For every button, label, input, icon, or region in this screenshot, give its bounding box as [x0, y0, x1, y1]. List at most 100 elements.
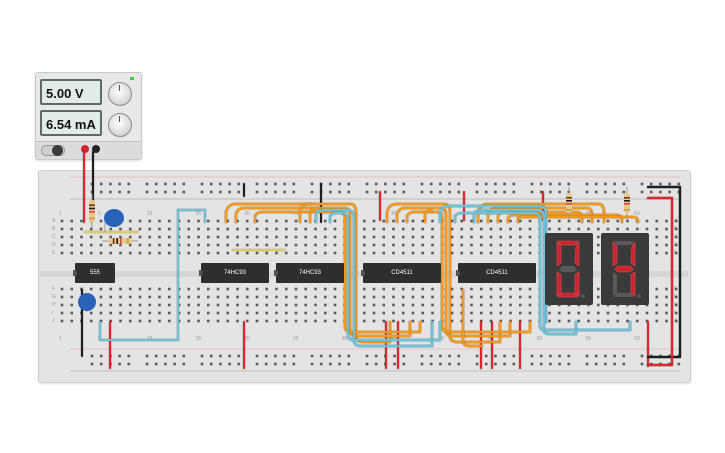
breadboard-hole — [304, 287, 308, 291]
row-letter: H — [52, 302, 56, 308]
ic-74hc93-counter-2[interactable]: 74HC93 — [274, 263, 344, 283]
breadboard-hole — [674, 311, 678, 315]
rail-hole — [127, 362, 131, 366]
breadboard-hole — [587, 219, 590, 223]
segment-d — [614, 293, 634, 297]
rail-hole — [219, 354, 222, 358]
breadboard-hole — [245, 235, 249, 239]
rail-hole — [347, 354, 351, 358]
breadboard-hole — [109, 251, 113, 255]
breadboard-hole — [421, 251, 425, 255]
breadboard-hole — [167, 295, 171, 299]
negative-terminal[interactable] — [92, 145, 100, 153]
row-letter: D — [52, 242, 56, 248]
breadboard-hole — [411, 311, 415, 315]
breadboard-hole — [421, 219, 425, 223]
breadboard-hole — [557, 219, 561, 223]
breadboard-hole — [236, 319, 239, 323]
breadboard-hole — [275, 319, 278, 323]
breadboard-hole — [596, 319, 600, 323]
breadboard-hole — [245, 251, 249, 255]
rail-hole — [393, 190, 396, 194]
seven-segment-display-1[interactable] — [545, 233, 593, 305]
rail-hole — [448, 354, 451, 358]
wire-orange-bus — [298, 202, 312, 224]
wire-blue-bus — [328, 211, 442, 342]
rail-hole — [549, 354, 552, 358]
breadboard-hole — [392, 251, 395, 255]
power-supply[interactable]: 5.00 V 6.54 mA — [35, 72, 142, 160]
breadboard-hole — [401, 235, 405, 239]
rail-hole — [640, 362, 644, 366]
breadboard-hole — [411, 219, 415, 223]
breadboard-hole — [372, 219, 376, 223]
row-letter: G — [52, 294, 56, 300]
breadboard-hole — [255, 319, 259, 323]
breadboard-hole — [158, 319, 161, 323]
wire-blue-bus — [314, 208, 434, 348]
breadboard-hole — [284, 295, 288, 299]
breadboard-hole — [206, 311, 210, 315]
rail-hole — [594, 362, 598, 366]
column-number: 60 — [634, 211, 640, 217]
rail-hole — [200, 354, 204, 358]
ic-cd4511-decoder-1[interactable]: CD4511 — [361, 263, 441, 283]
resistor-band — [624, 203, 630, 205]
breadboard-hole — [372, 227, 376, 231]
breadboard-hole — [109, 311, 113, 315]
resistor-band — [127, 238, 129, 244]
breadboard-hole — [665, 227, 668, 231]
breadboard-hole — [382, 235, 386, 239]
wire-blue-bus — [472, 208, 578, 336]
rail-hole — [659, 190, 662, 194]
breadboard-hole — [128, 243, 132, 247]
breadboard-hole — [509, 303, 512, 307]
breadboard-hole — [333, 251, 337, 255]
breadboard-hole — [528, 287, 532, 291]
breadboard-hole — [372, 235, 376, 239]
breadboard-hole — [304, 303, 308, 307]
breadboard-hole — [548, 303, 551, 307]
breadboard-hole — [606, 311, 610, 315]
breadboard-hole — [616, 219, 620, 223]
breadboard-hole — [216, 311, 220, 315]
current-knob[interactable] — [108, 113, 132, 137]
breadboard-hole — [567, 319, 571, 323]
breadboard-hole — [314, 295, 317, 299]
breadboard-hole — [148, 287, 152, 291]
resistor-band — [624, 197, 630, 199]
breadboard-hole — [450, 243, 454, 247]
positive-terminal[interactable] — [81, 145, 89, 153]
voltage-knob[interactable] — [108, 82, 132, 106]
breadboard-hole — [362, 235, 366, 239]
power-switch[interactable] — [41, 145, 65, 156]
rail-hole — [484, 190, 488, 194]
rail-hole — [549, 182, 552, 186]
wire-orange-bus — [423, 208, 433, 224]
column-number: 45 — [488, 336, 494, 342]
rail-hole — [530, 362, 534, 366]
ic-cd4511-decoder-2[interactable]: CD4511 — [456, 263, 536, 283]
rail-hole — [402, 354, 406, 358]
seven-segment-display-2[interactable] — [601, 233, 649, 305]
breadboard-hole — [304, 311, 308, 315]
rail-hole — [209, 362, 213, 366]
breadboard-hole — [236, 251, 239, 255]
breadboard-hole — [606, 219, 610, 223]
rail-hole — [503, 354, 506, 358]
breadboard-hole — [674, 227, 678, 231]
ic-74hc93-counter-1[interactable]: 74HC93 — [199, 263, 269, 283]
ic-555-timer[interactable]: 555 — [73, 263, 115, 283]
rail-hole — [374, 190, 378, 194]
rail-hole — [585, 190, 589, 194]
row-letter: F — [52, 286, 56, 292]
breadboard-hole — [528, 219, 532, 223]
rail-hole — [567, 354, 571, 358]
breadboard-hole — [528, 235, 532, 239]
breadboard-hole — [323, 219, 327, 223]
breadboard-hole — [431, 303, 434, 307]
rail-hole — [512, 190, 516, 194]
rail-hole — [228, 190, 231, 194]
breadboard-hole — [119, 227, 122, 231]
rail-hole — [558, 190, 561, 194]
